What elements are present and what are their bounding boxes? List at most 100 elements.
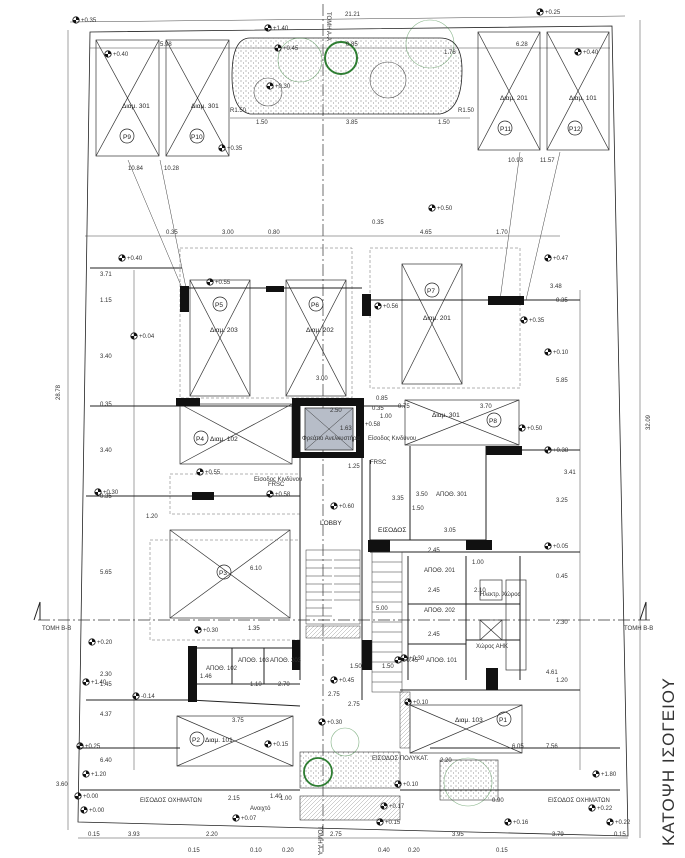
svg-text:0.35: 0.35 xyxy=(372,220,384,226)
level-value: +0.40 xyxy=(113,52,129,58)
level-marker-fill xyxy=(88,638,96,646)
svg-text:1.20: 1.20 xyxy=(146,514,158,520)
level-value: +0.55 xyxy=(205,470,221,476)
lift-shaft xyxy=(304,407,354,451)
dimension-value: 1.63 xyxy=(340,426,352,432)
dimension-value: 2.70 xyxy=(278,682,290,688)
room-labels: LOBBY ΕΙΣΟΔΟΣ ΕΙΣΟΔΟΣ ΠΟΛΥΚΑΤ. ΕΙΣΟΔΟΣ Ο… xyxy=(140,435,610,812)
level-markers: +0.35+1.40+0.25+0.40+0.30+0.45+0.40+0.35… xyxy=(72,8,631,826)
storage-102-label: ΑΠΟΘ. 102 xyxy=(206,666,238,672)
level-value: +0.10 xyxy=(413,700,429,706)
storage-301-label: ΑΠΟΘ. 301 xyxy=(436,492,468,498)
level-marker-fill xyxy=(588,804,596,812)
svg-text:5.98: 5.98 xyxy=(160,42,172,48)
level-value: +1.40 xyxy=(273,26,289,32)
dimension-value: 0.85 xyxy=(376,396,388,402)
svg-text:3.60: 3.60 xyxy=(56,782,68,788)
lift-shaft-entrance-label: Είσοδος Κινδύνου xyxy=(254,477,302,483)
level-value: +0.30 xyxy=(327,720,343,726)
setback-lines xyxy=(127,151,561,301)
level-marker-fill xyxy=(544,446,552,454)
level-value: +0.45 xyxy=(339,678,355,684)
level-value: +0.58 xyxy=(275,492,291,498)
parking-owner-p5: Διαμ. 203 xyxy=(210,327,238,334)
dimension-value: 2.50 xyxy=(330,408,342,414)
level-marker-fill xyxy=(194,626,202,634)
level-marker-fill xyxy=(94,488,102,496)
electrical-room-label: Ηλεκτρ. Χώρος xyxy=(480,592,521,598)
level-marker-fill xyxy=(132,692,140,700)
svg-text:R1.50: R1.50 xyxy=(230,108,247,114)
entrance-label: ΕΙΣΟΔΟΣ xyxy=(378,527,406,534)
level-marker-fill xyxy=(592,770,600,778)
level-marker-fill xyxy=(504,818,512,826)
frsc-label-1: FRSC xyxy=(370,460,387,466)
dimension-value: 3.05 xyxy=(444,528,456,534)
pedestrian-entrance-label: ΕΙΣΟΔΟΣ ΠΟΛΥΚΑΤ. xyxy=(372,756,429,762)
parking-owner-p7: Διαμ. 201 xyxy=(423,315,451,322)
svg-text:3.93: 3.93 xyxy=(128,832,140,838)
elevator-box xyxy=(479,579,527,671)
svg-text:0.15: 0.15 xyxy=(88,832,100,838)
dimension-value: 2.45 xyxy=(428,588,440,594)
dimension-value: 1.50 xyxy=(382,664,394,670)
level-marker-fill xyxy=(206,278,214,286)
dimension-value: 0.35 xyxy=(372,406,384,412)
level-marker-fill xyxy=(104,50,112,58)
dimension-value: 0.75 xyxy=(398,404,410,410)
dimension-value: 2.10 xyxy=(474,588,486,594)
level-value: +0.47 xyxy=(553,256,569,262)
plot-boundary xyxy=(77,25,629,837)
svg-text:7.56: 7.56 xyxy=(546,744,558,750)
svg-text:4.37: 4.37 xyxy=(100,712,112,718)
level-value: +0.56 xyxy=(383,304,399,310)
section-top: ΤΟΜΗ Α-Α xyxy=(325,12,331,41)
level-marker-fill xyxy=(330,502,338,510)
level-marker-fill xyxy=(232,814,240,822)
dimension-value: 0.90 xyxy=(492,798,504,804)
svg-text:3.40: 3.40 xyxy=(100,354,112,360)
parking-owner-p1: Διαμ. 103 xyxy=(455,717,483,724)
storage-202-label: ΑΠΟΘ. 202 xyxy=(424,608,456,614)
parking-owner-p9: Διαμ. 301 xyxy=(122,103,150,110)
level-value: +0.38 xyxy=(553,448,569,454)
svg-text:1.76: 1.76 xyxy=(444,50,456,56)
level-marker-fill xyxy=(318,718,326,726)
level-marker-fill xyxy=(118,254,126,262)
level-value: +0.58 xyxy=(365,422,381,428)
level-value: +0.30 xyxy=(203,628,219,634)
parking-owner-p12: Διαμ. 101 xyxy=(569,95,597,102)
level-marker-fill xyxy=(82,678,90,686)
svg-text:11.57: 11.57 xyxy=(540,158,555,164)
dimension-value: 3.35 xyxy=(392,496,404,502)
storage-201-label: ΑΠΟΘ. 201 xyxy=(424,568,456,574)
svg-text:6.05: 6.05 xyxy=(512,744,524,750)
dimension-value: 3.75 xyxy=(232,718,244,724)
svg-text:0.15: 0.15 xyxy=(614,832,626,838)
level-value: +1.20 xyxy=(91,772,107,778)
level-marker-fill xyxy=(218,144,226,152)
dimension-value: 2.75 xyxy=(348,702,360,708)
parking-labels: P9 Διαμ. 301 P10 Διαμ. 301 P11 Διαμ. 201… xyxy=(122,95,597,744)
parking-id-p5: P5 xyxy=(215,302,223,309)
parking-id-p3: P3 xyxy=(219,570,227,577)
level-value: +0.07 xyxy=(241,816,257,822)
level-value: +0.17 xyxy=(389,804,405,810)
svg-text:0.20: 0.20 xyxy=(408,848,420,854)
svg-text:0.10: 0.10 xyxy=(250,848,262,854)
dimension-value: 2.20 xyxy=(440,758,452,764)
lift-label: Φρεάτιο Ανελκυστήρα xyxy=(302,435,360,442)
dimension-value: 2.45 xyxy=(428,548,440,554)
dashed-envelopes xyxy=(149,247,521,641)
level-marker-fill xyxy=(374,302,382,310)
svg-text:10.28: 10.28 xyxy=(164,166,180,172)
parking-id-p4: P4 xyxy=(196,436,204,443)
level-value: +0.10 xyxy=(553,350,569,356)
dimension-value: 1.46 xyxy=(200,674,212,680)
top-garden xyxy=(231,19,463,115)
dimension-value: 6.10 xyxy=(250,566,262,572)
svg-text:3.95: 3.95 xyxy=(452,832,464,838)
svg-text:3.48: 3.48 xyxy=(550,284,562,290)
parking-markers xyxy=(119,120,583,747)
